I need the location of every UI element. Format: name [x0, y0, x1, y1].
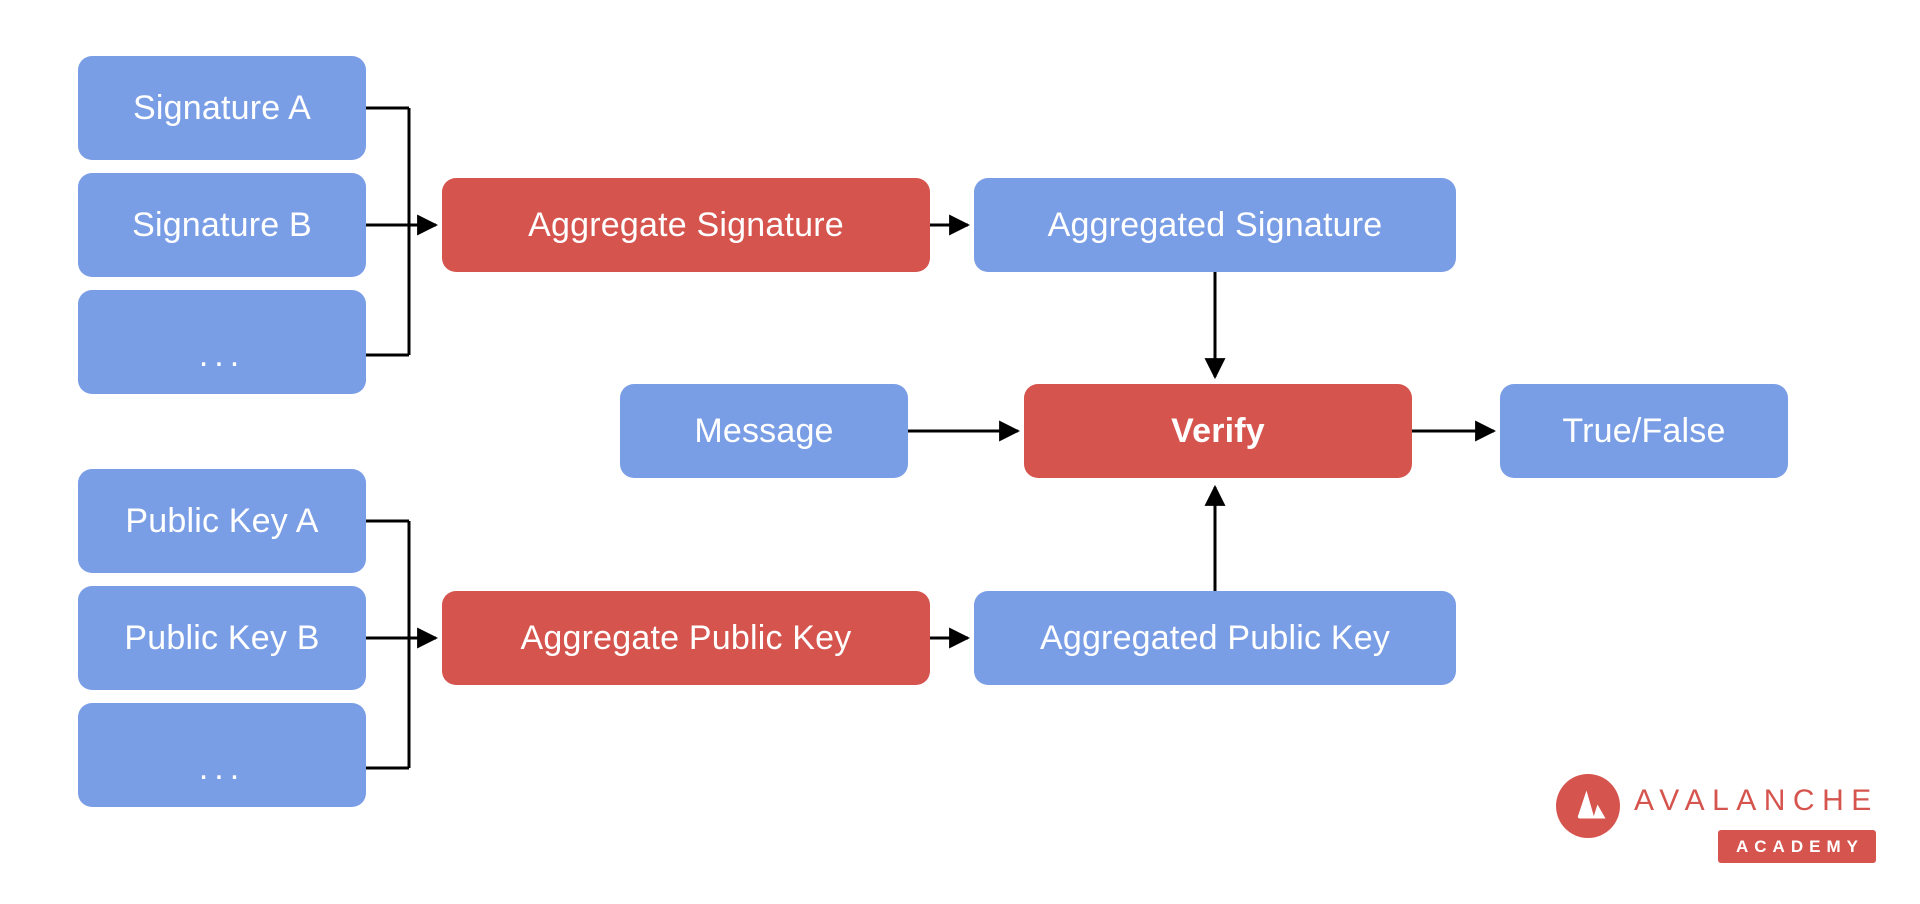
node-aggregate-signature[interactable]: Aggregate Signature	[442, 178, 930, 272]
node-public-key-more-label: ...	[198, 749, 246, 787]
node-aggregate-signature-label: Aggregate Signature	[528, 206, 844, 244]
avalanche-wordmark: AVALANCHE	[1634, 784, 1879, 817]
avalanche-mountain-icon	[1556, 774, 1620, 838]
node-signature-a-label: Signature A	[133, 89, 311, 127]
node-true-false-label: True/False	[1562, 412, 1726, 450]
node-verify-label: Verify	[1171, 412, 1265, 450]
node-message[interactable]: Message	[620, 384, 908, 478]
node-public-key-more[interactable]: ...	[78, 703, 366, 807]
node-true-false[interactable]: True/False	[1500, 384, 1788, 478]
node-aggregated-signature[interactable]: Aggregated Signature	[974, 178, 1456, 272]
academy-badge: ACADEMY	[1718, 830, 1876, 863]
node-signature-more[interactable]: ...	[78, 290, 366, 394]
node-public-key-a[interactable]: Public Key A	[78, 469, 366, 573]
node-signature-b-label: Signature B	[132, 206, 312, 244]
node-signature-b[interactable]: Signature B	[78, 173, 366, 277]
node-public-key-b-label: Public Key B	[124, 619, 320, 657]
avalanche-academy-logo: AVALANCHE ACADEMY	[1556, 772, 1886, 863]
node-message-label: Message	[694, 412, 834, 450]
node-aggregate-public-key-label: Aggregate Public Key	[520, 619, 852, 657]
node-signature-a[interactable]: Signature A	[78, 56, 366, 160]
node-public-key-b[interactable]: Public Key B	[78, 586, 366, 690]
node-aggregated-public-key-label: Aggregated Public Key	[1039, 619, 1391, 657]
node-public-key-a-label: Public Key A	[125, 502, 319, 540]
node-aggregate-public-key[interactable]: Aggregate Public Key	[442, 591, 930, 685]
node-signature-more-label: ...	[198, 336, 246, 374]
node-aggregated-public-key[interactable]: Aggregated Public Key	[974, 591, 1456, 685]
node-aggregated-signature-label: Aggregated Signature	[1047, 206, 1383, 244]
node-verify[interactable]: Verify	[1024, 384, 1412, 478]
